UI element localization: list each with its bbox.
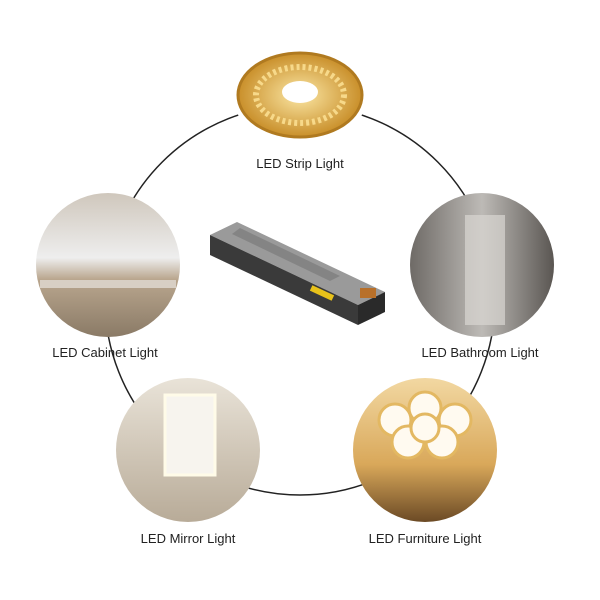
label-bathroom-light: LED Bathroom Light: [421, 345, 539, 360]
label-furniture-light: LED Furniture Light: [368, 531, 482, 546]
label-cabinet-light: LED Cabinet Light: [52, 345, 158, 360]
mirror-icon: [116, 378, 260, 522]
bathroom-icon: [410, 193, 554, 337]
ceiling-lamp-icon: [353, 378, 497, 522]
led-strip-reel-icon: [235, 30, 365, 160]
kitchen-cabinet-icon: [36, 193, 180, 337]
label-mirror-light: LED Mirror Light: [140, 531, 236, 546]
label-strip-light: LED Strip Light: [256, 156, 344, 171]
led-power-supply-icon: [210, 222, 385, 325]
